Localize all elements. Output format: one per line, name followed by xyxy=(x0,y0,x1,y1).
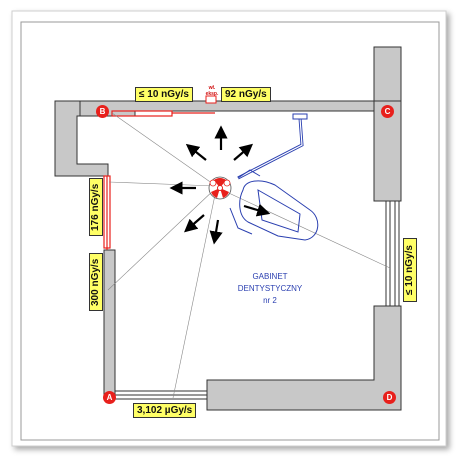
arrow-icon xyxy=(185,143,207,161)
wall-bottom-right xyxy=(206,305,402,411)
room-name: GABINET DENTYSTYCZNY nr 2 xyxy=(220,271,320,307)
inner-border xyxy=(20,21,440,441)
walls xyxy=(54,46,402,411)
measurement-top-left: ≤ 10 nGy/s xyxy=(135,87,193,102)
window-bottom xyxy=(114,390,208,400)
measurement-left-lower: 300 nGy/s xyxy=(89,253,103,311)
wall-left-upper xyxy=(54,100,109,177)
measurement-top-right: 92 nGy/s xyxy=(221,87,271,102)
radiation-source xyxy=(208,176,232,200)
arrow-icon xyxy=(243,203,271,217)
exposure-switch-label: wł. eksp. xyxy=(205,85,219,97)
room-name-line1: GABINET xyxy=(252,272,288,281)
wall-left-lower xyxy=(103,249,116,399)
chair-seat xyxy=(239,180,319,241)
point-d: D xyxy=(383,391,396,404)
point-c: C xyxy=(381,105,394,118)
door-top xyxy=(111,110,215,117)
emission-arrows xyxy=(169,125,271,245)
arrow-icon xyxy=(233,143,254,161)
exposure-switch-box xyxy=(205,95,217,104)
arrow-icon xyxy=(184,214,205,233)
radiation-trefoil-icon xyxy=(211,178,229,198)
room-name-line2: DENTYSTYCZNY xyxy=(237,284,303,293)
point-a: A xyxy=(103,391,116,404)
arrow-icon xyxy=(209,219,223,245)
leader-lines xyxy=(107,112,391,399)
door-left xyxy=(103,175,111,250)
measurement-right: ≤ 10 nGy/s xyxy=(403,238,417,302)
measurement-bottom: 3,102 µGy/s xyxy=(133,403,197,418)
room-name-line3: nr 2 xyxy=(263,296,277,305)
window-right xyxy=(385,200,400,307)
point-b: B xyxy=(96,105,109,118)
measurement-left-upper: 176 nGy/s xyxy=(89,178,103,236)
